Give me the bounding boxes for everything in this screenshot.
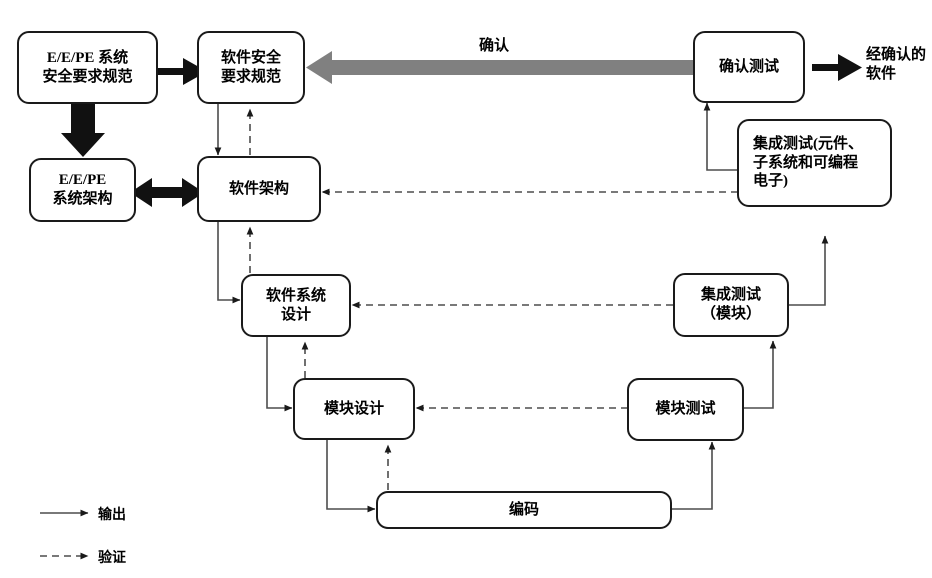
legend-label-verification: 验证 — [98, 551, 126, 566]
thick-arrow-validated-software — [812, 54, 862, 81]
output-swarch-to-sysdesign — [217, 222, 241, 304]
node-label: 确认测试 — [718, 58, 779, 75]
node-coding[interactable]: 编码 — [376, 491, 672, 529]
node-sw-safety-req[interactable]: 软件安全 要求规范 — [197, 31, 305, 104]
legend-label-output: 输出 — [98, 508, 126, 523]
node-sw-system-design[interactable]: 软件系统 设计 — [241, 274, 351, 337]
thick-arrow-eepe-req-to-arch — [61, 104, 105, 157]
node-label: 模块设计 — [323, 400, 384, 417]
output-integration-components-to-validation — [703, 102, 738, 171]
output-moduledesign-to-coding — [326, 440, 376, 513]
node-ee-pe-architecture[interactable]: E/E/PE 系统架构 — [29, 158, 136, 222]
validation-arrow-label: 确认 — [479, 38, 510, 54]
node-label: E/E/PE 系统 安全要求规范 — [42, 49, 133, 85]
validation-arrow-gray — [306, 51, 694, 84]
node-label: 集成测试(元件、 子系统和可编程 电子) — [753, 135, 863, 190]
node-module-design[interactable]: 模块设计 — [293, 378, 415, 440]
validated-software-label: 经确认的 软件 — [866, 47, 927, 82]
output-sysdesign-to-moduledesign — [266, 337, 293, 412]
node-module-test[interactable]: 模块测试 — [627, 378, 744, 441]
node-label: 软件系统 设计 — [265, 287, 326, 323]
thick-arrow-eepe-to-swreq — [158, 58, 207, 85]
node-validation-test[interactable]: 确认测试 — [693, 31, 805, 103]
node-sw-architecture[interactable]: 软件架构 — [197, 156, 321, 222]
node-label: 模块测试 — [655, 401, 716, 418]
node-label: E/E/PE 系统架构 — [52, 172, 113, 207]
node-ee-pe-safety-req[interactable]: E/E/PE 系统 安全要求规范 — [17, 31, 158, 104]
node-integration-test-components[interactable]: 集成测试(元件、 子系统和可编程 电子) — [737, 119, 892, 207]
node-label: 集成测试 （模块） — [700, 287, 761, 322]
output-moduletest-to-integration-module — [744, 340, 777, 409]
thick-double-arrow-eepe-arch-sw-arch — [130, 178, 204, 207]
node-label: 软件安全 要求规范 — [220, 49, 281, 85]
output-coding-to-moduletest — [672, 441, 716, 510]
node-label: 软件架构 — [228, 180, 289, 197]
node-integration-test-module[interactable]: 集成测试 （模块） — [673, 273, 789, 337]
output-integration-module-to-components — [789, 235, 829, 306]
node-label: 编码 — [508, 501, 539, 518]
